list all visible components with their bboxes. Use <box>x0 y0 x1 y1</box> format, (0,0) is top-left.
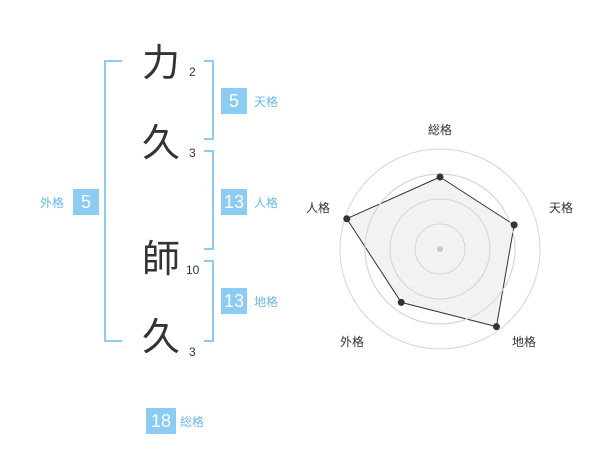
radar-data-polygon <box>346 176 515 328</box>
center-dot-icon <box>437 246 443 252</box>
radar-grid-ring-inner <box>389 198 491 300</box>
stroke-count-4: 3 <box>189 345 196 359</box>
radar-data-point <box>343 215 351 223</box>
radar-grid-ring-inner <box>414 223 466 275</box>
chikaku-label: 地格 <box>254 295 279 309</box>
radar-label-chikaku: 地格 <box>512 335 537 349</box>
gaikaku-label: 外格 <box>40 196 65 210</box>
radar-data-point <box>492 323 500 331</box>
name-char-1: 力 <box>142 41 181 85</box>
stroke-count-1: 2 <box>189 65 196 79</box>
tenkaku-score: 5 <box>221 88 247 114</box>
name-char-2: 久 <box>142 121 181 165</box>
name-char-4: 久 <box>142 315 181 359</box>
radar-data-point <box>397 298 405 306</box>
soukaku-score: 18 <box>146 408 176 434</box>
radar-label-soukaku: 総格 <box>428 123 453 137</box>
soukaku-label: 総格 <box>180 415 205 429</box>
gaikaku-bracket <box>104 60 122 342</box>
radar-data-point <box>510 221 518 229</box>
stroke-count-2: 3 <box>189 146 196 160</box>
radar-label-gaikaku: 外格 <box>340 335 365 349</box>
chikaku-score: 13 <box>221 288 247 314</box>
jinkaku-label: 人格 <box>254 196 279 210</box>
name-char-3: 師 <box>142 237 181 281</box>
radar-label-tenkaku: 天格 <box>549 201 574 215</box>
radar-data-point <box>436 173 444 181</box>
stroke-count-3: 10 <box>186 263 200 277</box>
tenkaku-label: 天格 <box>254 95 279 109</box>
tenkaku-bracket <box>204 60 214 140</box>
jinkaku-score: 13 <box>221 189 247 215</box>
radar-label-jinkaku: 人格 <box>306 201 331 215</box>
gaikaku-score: 5 <box>73 189 99 215</box>
chikaku-bracket <box>204 260 214 342</box>
jinkaku-bracket <box>204 150 214 250</box>
